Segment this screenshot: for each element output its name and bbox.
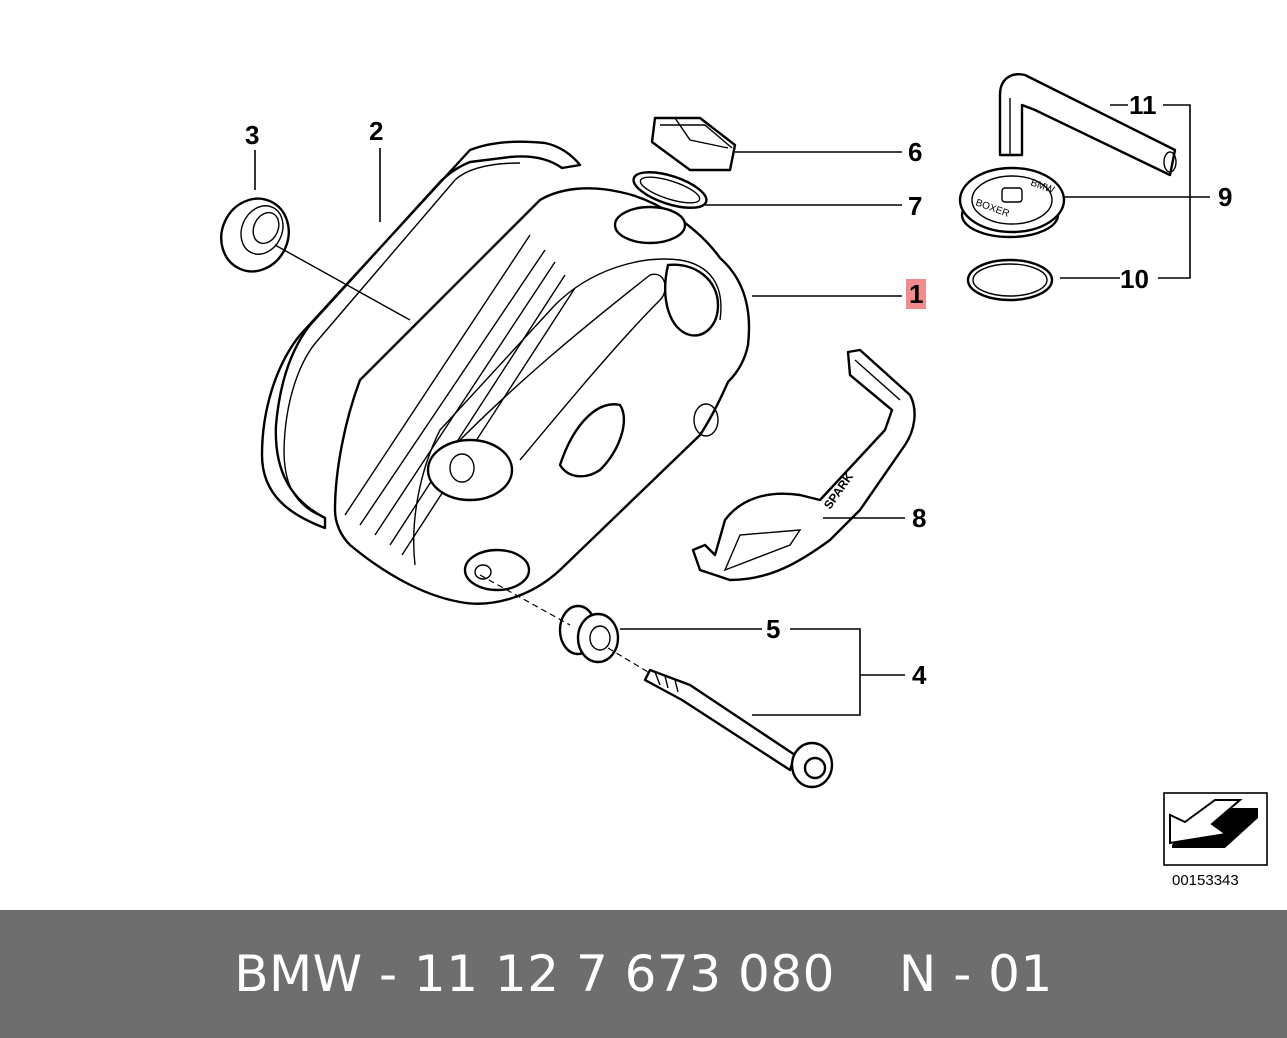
leader-11-10-bracket [1060,104,1191,279]
part-9-oil-filler-cap: BMW BOXER [958,166,1066,239]
callout-1-highlight [906,279,926,309]
callout-3: 3 [245,120,259,150]
orientation-arrow-box: 00153343 [1163,792,1268,889]
callout-11: 11 [1129,90,1157,120]
part-number-footer: BMW - 11 12 7 673 080 N - 01 [0,910,1287,1038]
part-6-cap-plug [650,116,737,172]
exploded-view-drawing: BMW BOXER SPARK 3 2 6 7 1 [220,73,1268,889]
arrow-icon [1169,799,1243,845]
callout-8: 8 [912,503,926,533]
part-2-gasket [260,140,582,530]
callout-9: 9 [1218,182,1232,212]
diagram-id: 00153343 [1172,872,1239,889]
part-5-grommet [558,604,620,664]
callout-4: 4 [912,660,927,690]
part-number-label: BMW - 11 12 7 673 080 [234,945,835,1003]
callout-2: 2 [369,116,383,146]
callout-6: 6 [908,137,922,167]
part-1-valve-cover [333,187,751,605]
parts-diagram: BMW BOXER SPARK 3 2 6 7 1 [220,73,1268,889]
leader-4-bracket [752,628,905,716]
assembly-line-3 [274,244,411,321]
position-label: N - 01 [898,945,1053,1003]
callout-7: 7 [908,191,922,221]
part-7-o-ring [632,171,708,209]
part-3-seal-ring [220,197,290,273]
part-11-hex-key [998,73,1177,177]
callout-5: 5 [766,614,780,644]
assembly-line-2 [607,647,649,673]
part-4-bolt [643,668,834,789]
part-10-o-ring [966,258,1054,302]
assembly-line-1 [479,574,571,626]
callout-10: 10 [1120,264,1149,294]
callout-1: 1 [909,279,923,309]
